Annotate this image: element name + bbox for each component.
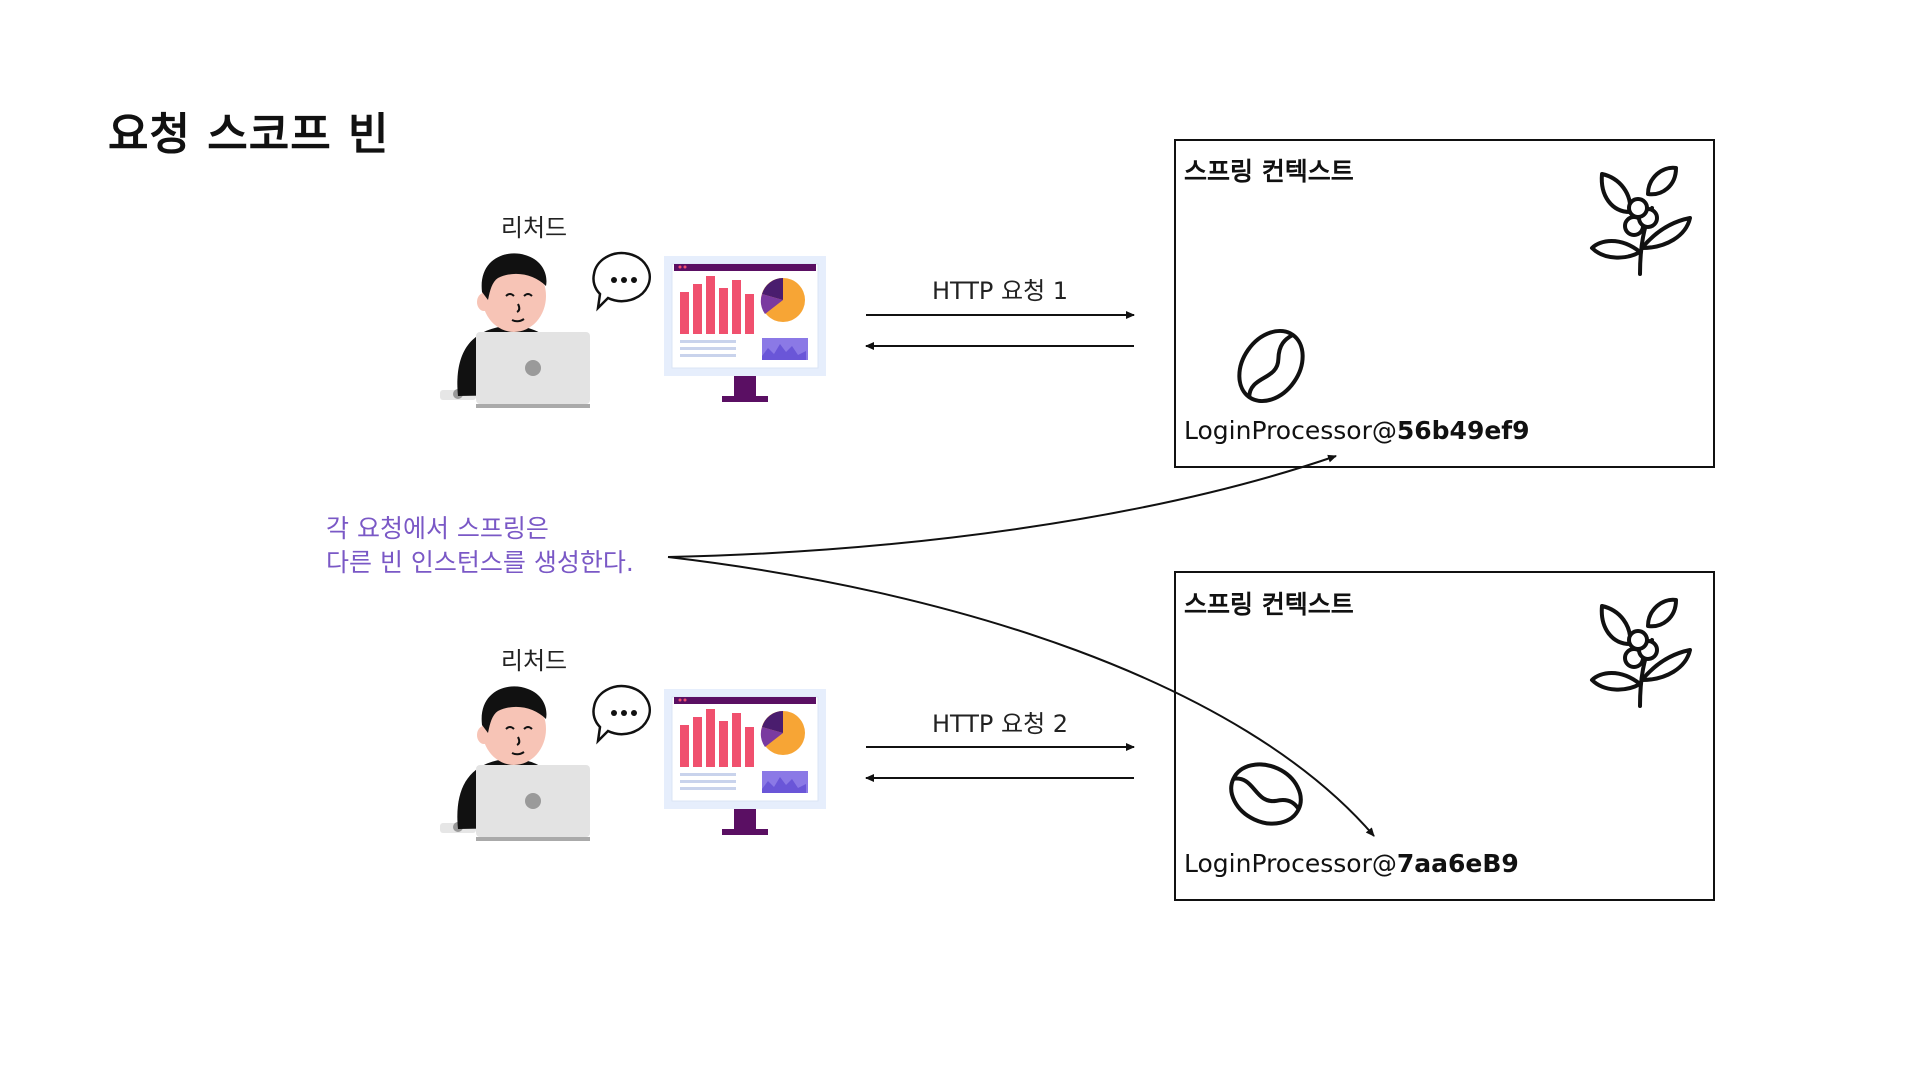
spring-context-box-1 (1174, 139, 1715, 468)
instance-id: 56b49ef9 (1396, 416, 1530, 445)
coffee-bean-icon (1229, 762, 1303, 826)
user-with-laptop-icon (438, 251, 652, 410)
http-request-label-2: HTTP 요청 2 (931, 710, 1069, 738)
annotation-note: 각 요청에서 스프링은 다른 빈 인스턴스를 생성한다. (326, 512, 634, 580)
coffee-bean-icon (1237, 328, 1305, 404)
bean-instance-label-2: LoginProcessor@7aa6eB9 (1184, 849, 1519, 878)
spring-context-title-2: 스프링 컨텍스트 (1184, 590, 1354, 619)
coffee-plant-icon (1590, 165, 1692, 276)
user-label-2: 리처드 (500, 647, 568, 675)
http-request-label-1: HTTP 요청 1 (931, 277, 1069, 305)
spring-context-title-1: 스프링 컨텍스트 (1184, 157, 1354, 186)
annotation-arrow-1 (667, 454, 1337, 558)
note-line-2: 다른 빈 인스턴스를 생성한다. (326, 548, 634, 577)
coffee-plant-icon (1590, 597, 1692, 708)
instance-prefix: LoginProcessor@ (1184, 849, 1397, 878)
dashboard-monitor-icon (663, 255, 827, 403)
spring-context-box-2 (1174, 571, 1715, 901)
instance-id: 7aa6eB9 (1396, 849, 1519, 878)
note-line-1: 각 요청에서 스프링은 (326, 514, 549, 543)
instance-prefix: LoginProcessor@ (1184, 416, 1397, 445)
user-with-laptop-icon (438, 684, 652, 843)
user-label-1: 리처드 (500, 214, 568, 242)
dashboard-monitor-icon (663, 688, 827, 836)
annotation-arrow-2 (667, 556, 1375, 837)
page-title: 요청 스코프 빈 (108, 109, 390, 160)
bean-instance-label-1: LoginProcessor@56b49ef9 (1184, 416, 1530, 445)
